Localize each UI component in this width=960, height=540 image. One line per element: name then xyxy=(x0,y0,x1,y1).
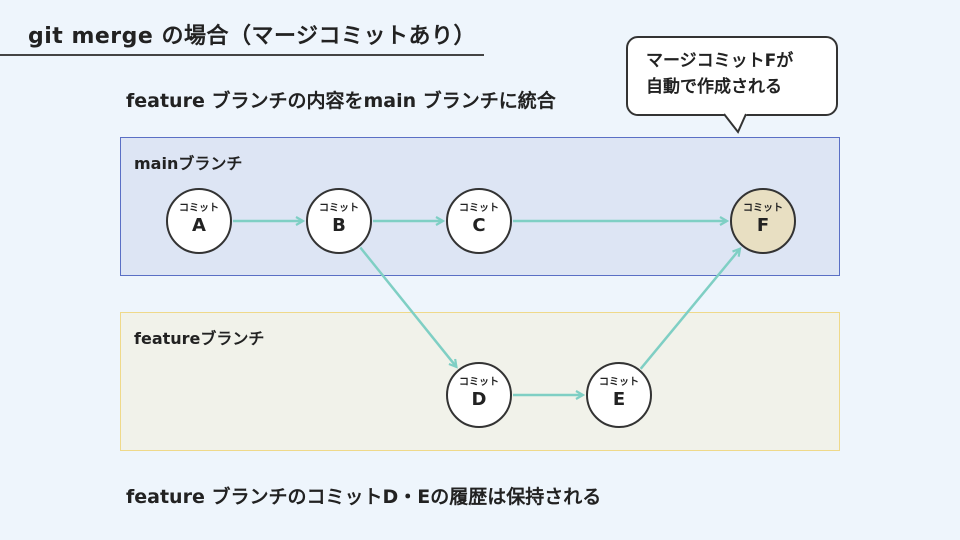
commit-label: コミット xyxy=(179,203,219,214)
main-branch-label: mainブランチ xyxy=(134,154,243,173)
commit-c-node: コミット C xyxy=(446,188,512,254)
commit-label: コミット xyxy=(319,203,359,214)
commit-d-node: コミット D xyxy=(446,362,512,428)
commit-id: B xyxy=(332,215,346,236)
callout-tail xyxy=(722,112,748,134)
commit-label: コミット xyxy=(743,203,783,214)
merge-callout: マージコミットFが 自動で作成される xyxy=(626,36,838,116)
feature-branch-label: featureブランチ xyxy=(134,329,265,348)
commit-id: C xyxy=(472,215,486,236)
commit-label: コミット xyxy=(459,377,499,388)
feature-branch-lane: featureブランチ xyxy=(120,312,840,451)
page-title: git merge の場合（マージコミットあり） xyxy=(28,24,477,49)
commit-label: コミット xyxy=(599,377,639,388)
commit-id: E xyxy=(612,389,626,410)
title-underline xyxy=(0,54,484,56)
subtitle: feature ブランチの内容をmain ブランチに統合 xyxy=(126,90,556,112)
arrow-e-to-f xyxy=(639,249,740,370)
merge-commit-f-node: コミット F xyxy=(730,188,796,254)
commit-a-node: コミット A xyxy=(166,188,232,254)
arrow-b-to-d xyxy=(359,246,456,366)
commit-id: D xyxy=(471,389,487,410)
commit-label: コミット xyxy=(459,203,499,214)
commit-id: A xyxy=(192,215,206,236)
callout-line-1: マージコミットFが xyxy=(646,51,794,71)
commit-e-node: コミット E xyxy=(586,362,652,428)
commit-b-node: コミット B xyxy=(306,188,372,254)
callout-line-2: 自動で作成される xyxy=(646,77,782,97)
bottom-note: feature ブランチのコミットD・Eの履歴は保持される xyxy=(126,486,602,508)
commit-id: F xyxy=(756,215,770,236)
